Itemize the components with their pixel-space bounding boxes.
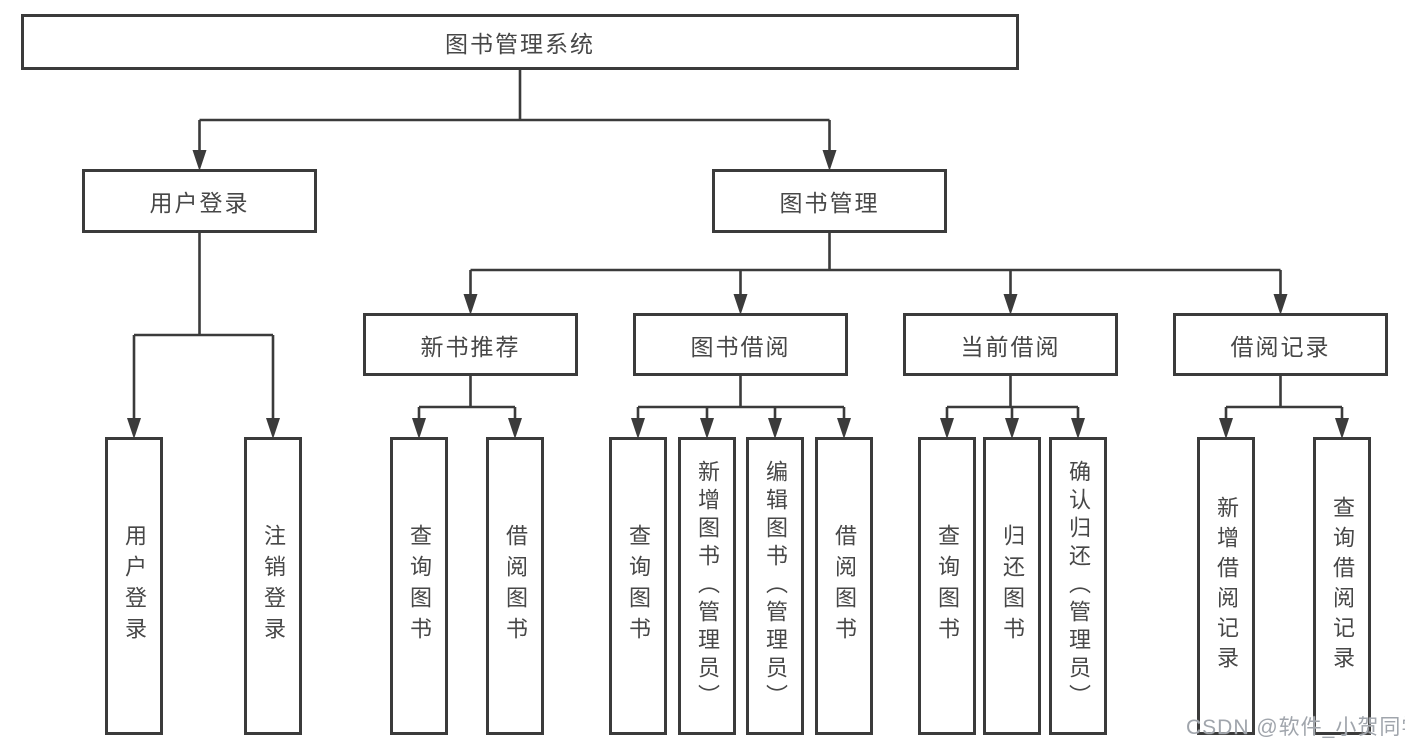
node-label: 查询图书 [626,524,651,648]
node-label: 编辑图书（管理员） [763,460,788,712]
node-label: 新增图书（管理员） [695,460,720,712]
node-book-borrow: 图书借阅 [633,313,848,376]
node-label: 查询借阅记录 [1330,496,1355,676]
node-label: 借阅图书 [503,524,528,648]
node-leaf-return-book: 归还图书 [983,437,1041,735]
node-label: 借阅图书 [832,524,857,648]
node-borrow-records: 借阅记录 [1173,313,1388,376]
node-label: 归还图书 [1000,524,1025,648]
node-user-login: 用户登录 [82,169,317,233]
node-label: 注销登录 [261,524,286,648]
node-label: 图书管理 [779,190,880,216]
node-leaf-query-borrow-record: 查询借阅记录 [1313,437,1371,735]
node-label: 图书借阅 [690,333,791,360]
node-label: 用户登录 [149,190,250,216]
node-leaf-user-login: 用户登录 [105,437,163,735]
node-leaf-query-books-recommend: 查询图书 [390,437,448,735]
csdn-watermark: CSDN @软件_小贺同学 [1186,716,1405,739]
node-label: 新增借阅记录 [1214,496,1239,676]
node-leaf-borrow-books: 借阅图书 [815,437,873,735]
node-label: 新书推荐 [420,333,521,360]
node-leaf-edit-book-admin: 编辑图书（管理员） [746,437,804,735]
node-leaf-query-books-borrow: 查询图书 [609,437,667,735]
node-book-management: 图书管理 [712,169,947,233]
node-label: 确认归还（管理员） [1066,460,1091,712]
node-leaf-add-book-admin: 新增图书（管理员） [678,437,736,735]
node-leaf-add-borrow-record: 新增借阅记录 [1197,437,1255,735]
node-new-book-recommend: 新书推荐 [363,313,578,376]
node-label: 借阅记录 [1230,333,1331,360]
node-label: 图书管理系统 [445,31,595,57]
node-label: 当前借阅 [960,333,1061,360]
node-leaf-query-books-current: 查询图书 [918,437,976,735]
node-current-borrow: 当前借阅 [903,313,1118,376]
node-label: 查询图书 [407,524,432,648]
node-label: 用户登录 [122,524,147,648]
node-leaf-confirm-return-admin: 确认归还（管理员） [1049,437,1107,735]
node-leaf-logout: 注销登录 [244,437,302,735]
node-leaf-borrow-books-recommend: 借阅图书 [486,437,544,735]
node-library-management-system: 图书管理系统 [21,14,1019,70]
node-label: 查询图书 [935,524,960,648]
